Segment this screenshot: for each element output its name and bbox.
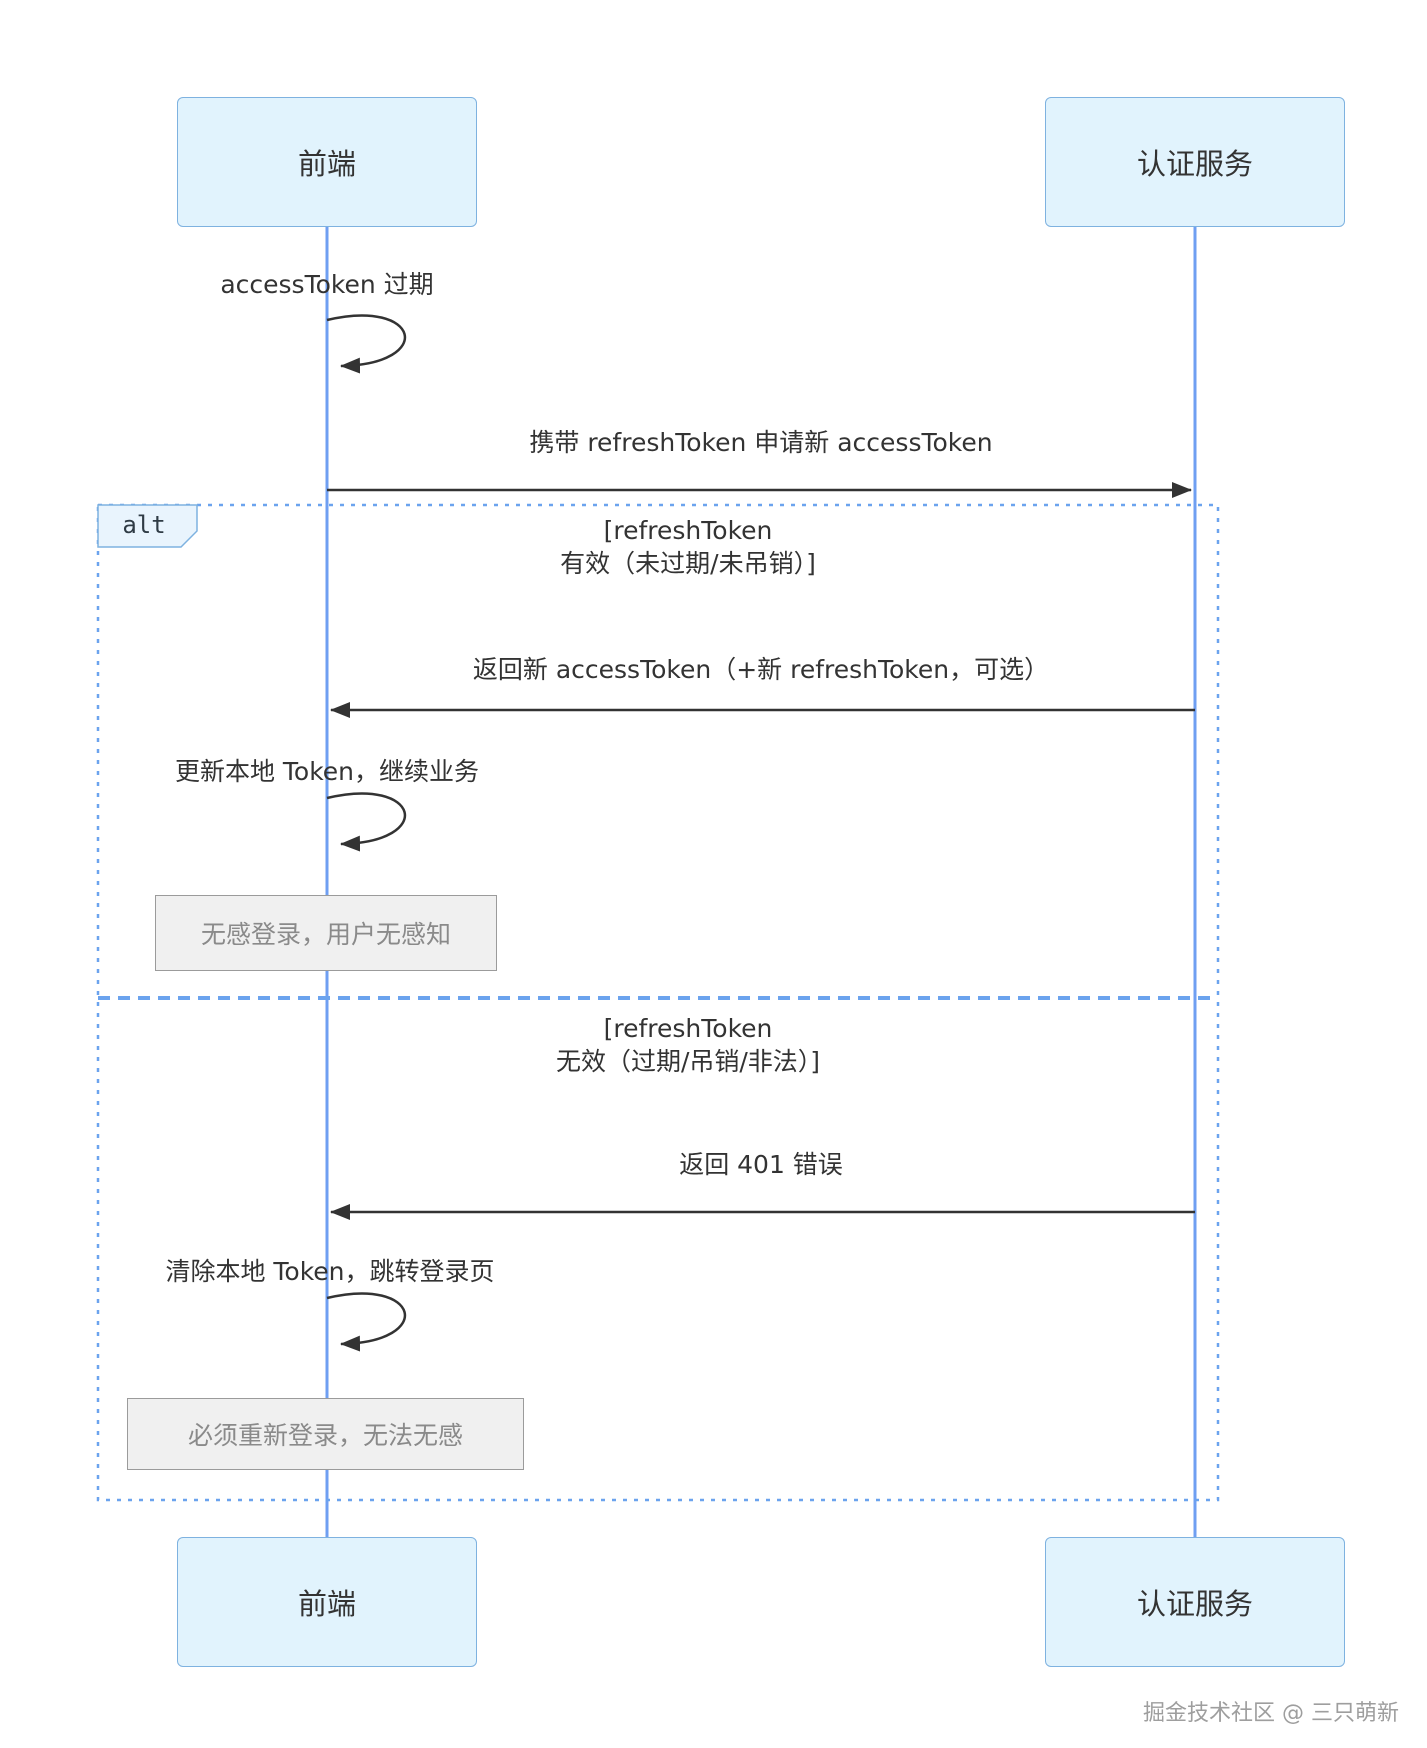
alt-label: alt [122,511,166,539]
participant-auth-service-bottom: 认证服务 [1045,1537,1345,1667]
participant-auth-service-top: 认证服务 [1045,97,1345,227]
branch1-condition-line2: 有效（未过期/未吊销）] [560,549,816,578]
label-return-new-token: 返回新 accessToken（+新 refreshToken，可选） [472,655,1050,684]
label-update-local: 更新本地 Token，继续业务 [174,757,480,786]
note-relogin: 必须重新登录，无法无感 [127,1398,524,1470]
label-branch2-condition: [refreshToken 无效（过期/吊销/非法）] [98,1012,1278,1078]
label-return-401: 返回 401 错误 [679,1150,843,1179]
label-branch1-condition: [refreshToken 有效（未过期/未吊销）] [98,514,1278,580]
note-silent-login: 无感登录，用户无感知 [155,895,497,971]
label-token-expired: accessToken 过期 [220,270,434,299]
label-request-new-token: 携带 refreshToken 申请新 accessToken [529,428,993,457]
label-clear-local: 清除本地 Token，跳转登录页 [165,1257,495,1286]
branch1-condition-line1: [refreshToken [603,516,773,545]
self-loop-token-expired [326,314,407,374]
alt-label-tag [97,504,198,548]
alt-frame [96,503,1220,1502]
watermark-credit: 掘金技术社区 @ 三只萌新 [1143,1701,1399,1726]
branch2-condition-line1: [refreshToken [603,1014,773,1043]
participant-frontend-top: 前端 [177,97,477,227]
participant-frontend-bottom: 前端 [177,1537,477,1667]
self-loop-clear-local [326,1292,407,1352]
branch2-condition-line2: 无效（过期/吊销/非法）] [555,1047,821,1076]
self-loop-update-local [326,792,407,852]
